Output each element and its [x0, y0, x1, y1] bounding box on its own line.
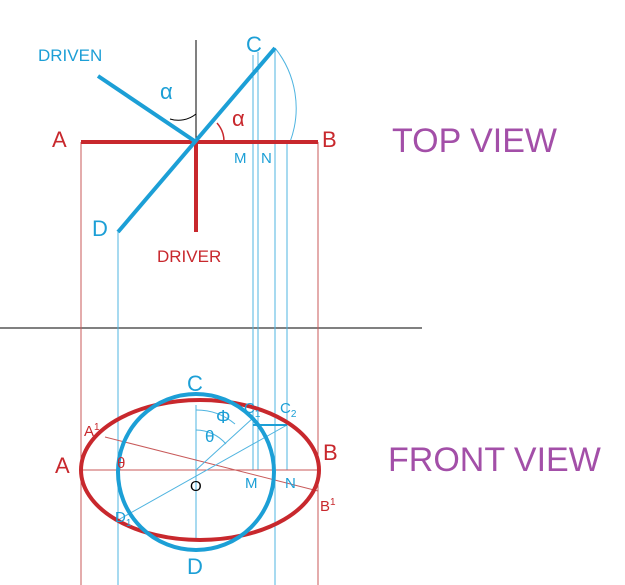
label-alpha-right: α [232, 106, 245, 131]
driven-shaft [96, 74, 198, 144]
label-front-d: D [187, 554, 203, 579]
label-top-d: D [92, 216, 108, 241]
label-front-a: A [55, 453, 70, 478]
label-front-o: O [190, 478, 202, 495]
label-front-n: N [285, 475, 296, 492]
label-alpha-left: α [160, 79, 173, 104]
front-ellipse [79, 398, 321, 542]
front-view-title: FRONT VIEW [388, 441, 601, 479]
driven-cross-cd [116, 46, 277, 234]
label-driver: DRIVER [157, 247, 221, 266]
label-top-m: M [234, 150, 247, 167]
label-driven: DRIVEN [38, 46, 102, 65]
label-top-a: A [52, 127, 67, 152]
label-d1: D1 [115, 509, 132, 529]
label-front-b: B [323, 440, 338, 465]
front-circle [116, 392, 276, 552]
inclined-diameter-c2d1 [117, 424, 288, 521]
label-b1: B1 [320, 497, 336, 515]
label-front-c: C [187, 371, 203, 396]
label-front-m: M [245, 475, 258, 492]
radius-oc1 [195, 417, 254, 471]
label-c2: C2 [280, 400, 297, 420]
top-view-title: TOP VIEW [392, 122, 557, 160]
alpha-arc-left [169, 113, 197, 121]
label-theta-left: θ [117, 455, 125, 472]
alpha-arc-right [216, 122, 225, 143]
label-theta-front: θ [205, 427, 214, 446]
label-c1: C1 [244, 400, 261, 420]
label-a1: A1 [84, 422, 100, 440]
label-top-b: B [322, 127, 337, 152]
label-top-c: C [246, 32, 262, 57]
inclined-diameter-a1b1 [104, 436, 319, 492]
swing-arc [274, 47, 297, 143]
theta-arc-front [195, 429, 227, 445]
label-phi: Φ [216, 407, 230, 427]
phi-arc [195, 409, 236, 425]
label-top-n: N [261, 150, 272, 167]
